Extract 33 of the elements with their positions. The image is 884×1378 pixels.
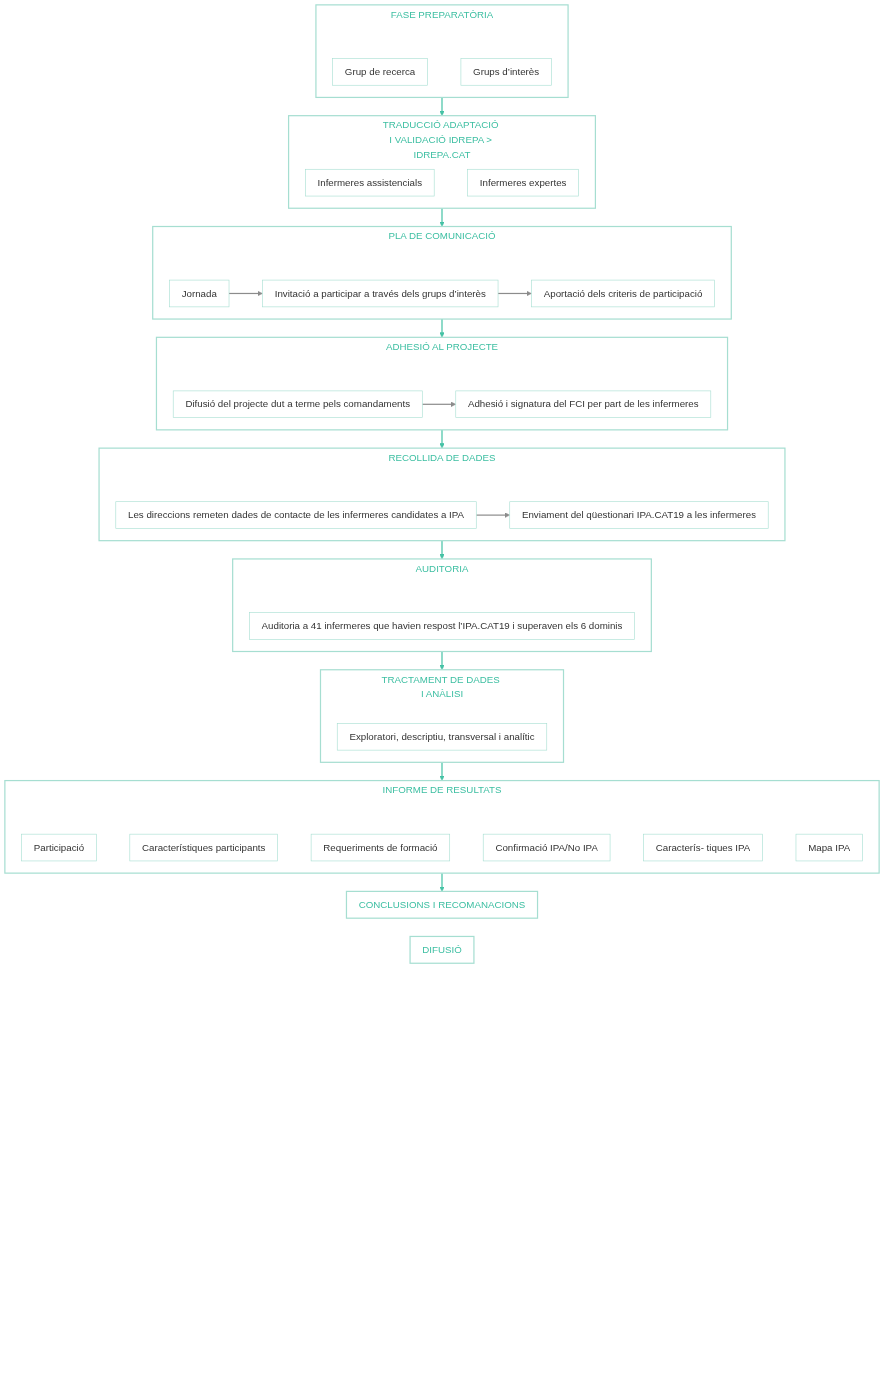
- node-box: Difusió del projecte dut a terme pels comandaments: [172, 390, 423, 418]
- arrow: [497, 290, 532, 297]
- node-box: Aportació dels criteris de participació: [531, 279, 715, 308]
- node-box: Mapa IPA: [795, 833, 863, 862]
- node-box: Participació: [21, 833, 97, 862]
- node-box: Grups d’interès: [460, 58, 552, 86]
- arrow: [439, 96, 445, 116]
- node-box: Característiques participants: [129, 833, 278, 862]
- arrow: [439, 429, 445, 449]
- arrow: [421, 401, 456, 407]
- node-box: CONCLUSIONS I RECOMANACIONS: [345, 890, 539, 919]
- node-box: Infermeres assistencials: [305, 168, 435, 197]
- arrow: [439, 318, 445, 338]
- node-box: Requeriments de formació: [310, 833, 451, 862]
- arrow: [439, 207, 445, 227]
- node-box: Les direccions remeten dades de contacte de les infermeres candidates a IPA: [115, 501, 477, 529]
- node-box: Auditoria a 41 infermeres que havien respost l’IPA.CAT19 i superaven els 6 dominis: [249, 612, 635, 640]
- node-box: DIFUSIÓ: [409, 935, 475, 964]
- node-box: Exploratori, descriptiu, transversal i analític: [336, 723, 548, 751]
- node-box: Infermeres expertes: [467, 168, 579, 197]
- arrow: [475, 512, 510, 518]
- node-box: Adhesió i signatura del FCI per part de les infermeres: [455, 390, 712, 418]
- arrow: [228, 290, 263, 297]
- node-box: Caracterís- tiques IPA: [643, 833, 763, 862]
- node-box: Enviament del qüestionari IPA.CAT19 a les infermeres: [509, 501, 769, 529]
- node-box: Invitació a participar a través dels grups d’interès: [262, 279, 499, 308]
- arrow: [439, 540, 445, 560]
- arrow: [439, 872, 445, 892]
- arrow: [439, 650, 445, 670]
- arrow: [439, 761, 445, 781]
- node-box: Confirmació IPA/No IPA: [482, 833, 611, 862]
- node-box: Jornada: [169, 279, 230, 308]
- node-box: Grup de recerca: [332, 58, 428, 86]
